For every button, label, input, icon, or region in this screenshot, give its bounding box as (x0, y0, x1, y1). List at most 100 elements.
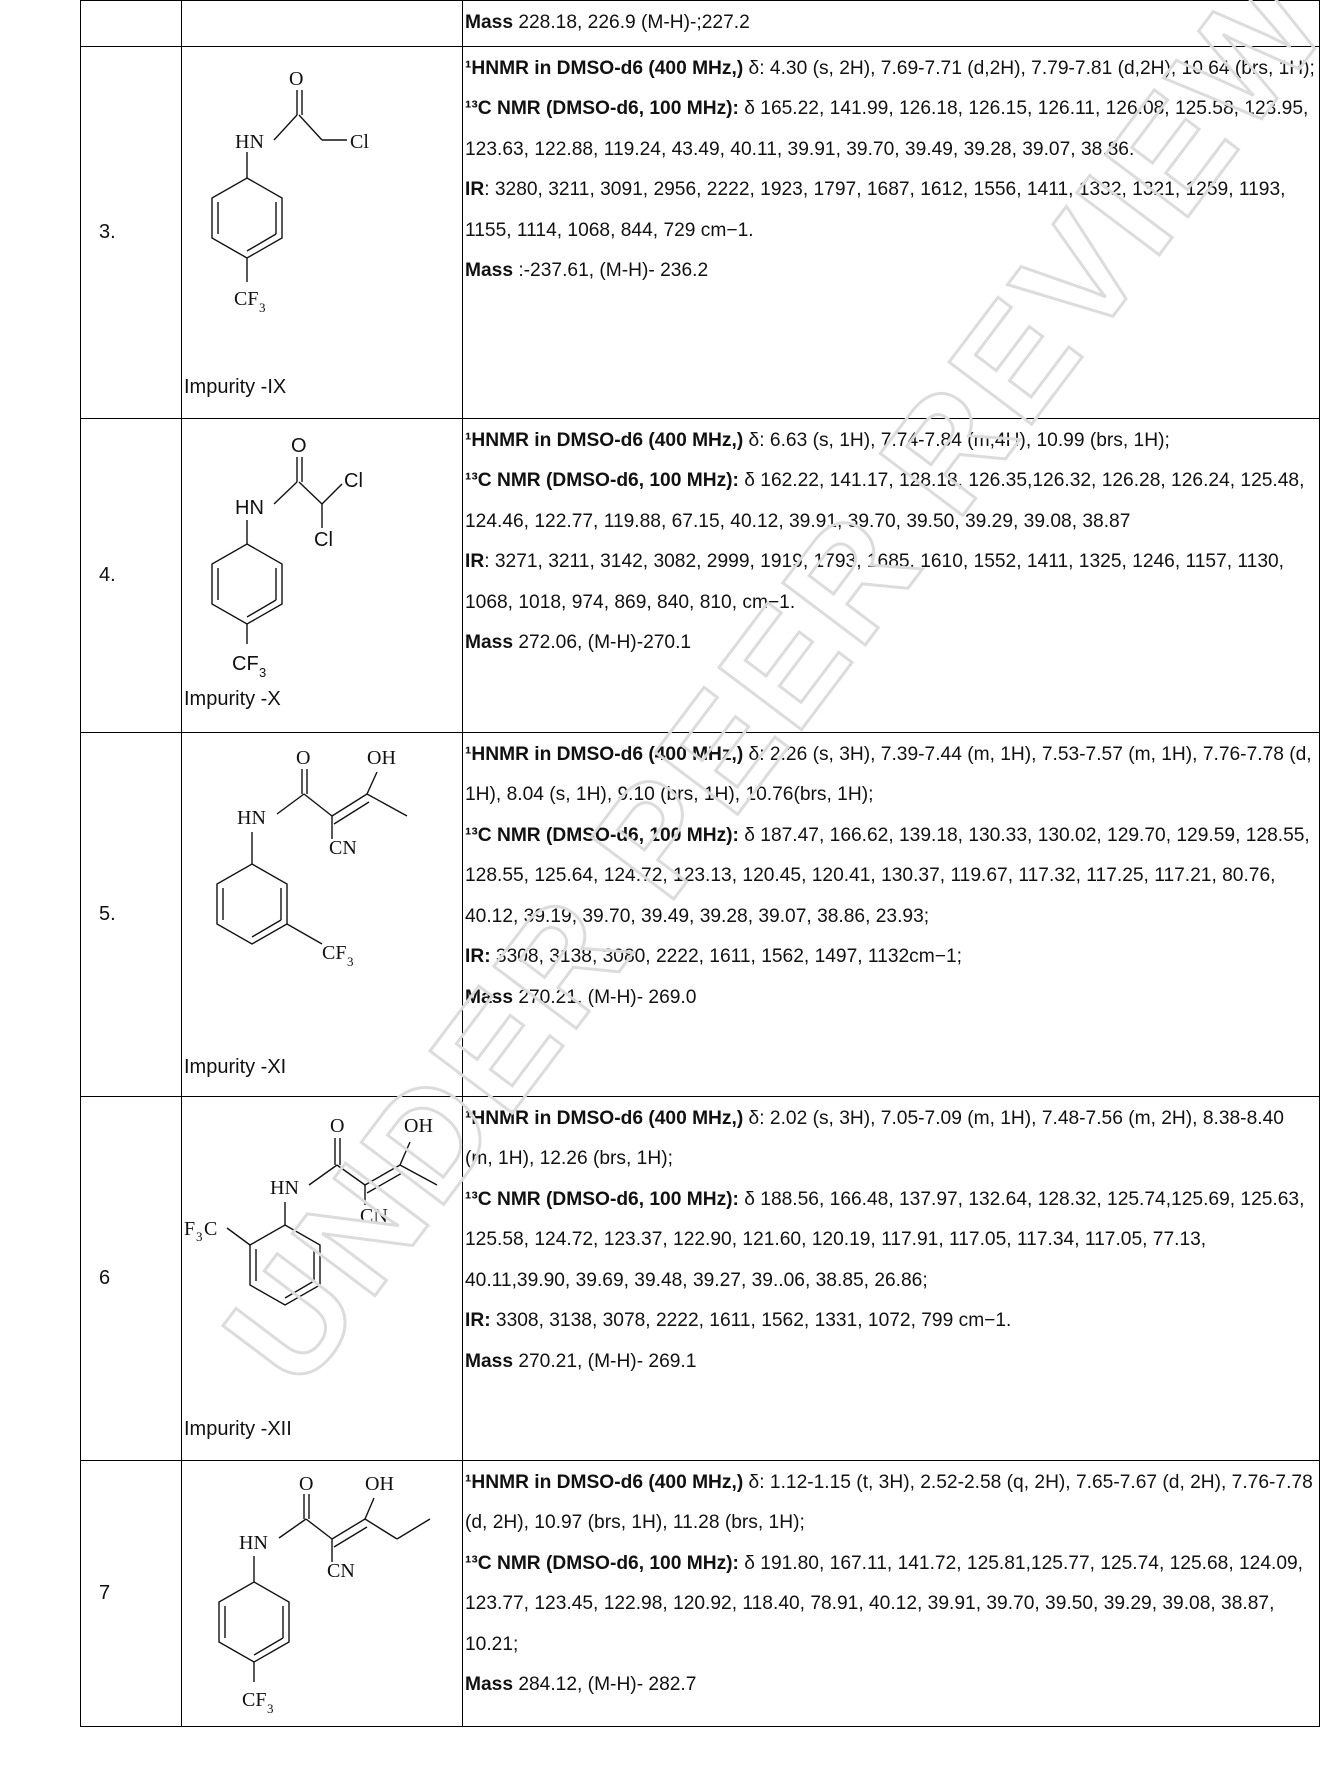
spectral-values: : 3280, 3211, 3091, 2956, 2222, 1923, 17… (465, 179, 1286, 241)
spectral-line: ¹³C NMR (DMSO-d6, 100 MHz): δ 188.56, 16… (465, 1180, 1315, 1302)
spectral-line: Mass :-237.61, (M-H)- 236.2 (465, 251, 1315, 292)
spectral-values: δ 191.80, 167.11, 141.72, 125.81,125.77,… (465, 1552, 1303, 1655)
spectral-values: :-237.61, (M-H)- 236.2 (513, 260, 709, 281)
spectral-line: IR: 3271, 3211, 3142, 3082, 2999, 1919, … (465, 542, 1315, 623)
svg-text:HN: HN (235, 131, 264, 153)
svg-text:HN: HN (235, 497, 264, 519)
svg-text:HN: HN (239, 1532, 268, 1554)
svg-text:CN: CN (329, 837, 357, 859)
spectral-label: Mass (465, 12, 513, 33)
spectral-values: δ: 2.02 (s, 3H), 7.05-7.09 (m, 1H), 7.48… (465, 1107, 1284, 1170)
spectral-data: ¹HNMR in DMSO-d6 (400 MHz,) δ: 2.02 (s, … (462, 1095, 1320, 1461)
spectral-line: IR: 3280, 3211, 3091, 2956, 2222, 1923, … (465, 170, 1315, 251)
spectral-label: Mass (465, 986, 513, 1008)
entry-number: 3. (80, 45, 182, 419)
entry-number: 4. (80, 417, 182, 733)
svg-text:3: 3 (259, 300, 266, 315)
spectral-values: 3308, 3138, 3080, 2222, 1611, 1562, 1497… (490, 946, 962, 967)
spectral-line: Mass 270.21, (M-H)- 269.1 (465, 1342, 1315, 1383)
svg-text:HN: HN (270, 1177, 299, 1199)
svg-text:Cl: Cl (344, 470, 363, 492)
spectral-line: ¹HNMR in DMSO-d6 (400 MHz,) δ: 2.02 (s, … (465, 1099, 1315, 1180)
spectral-values: δ: 1.12-1.15 (t, 3H), 2.52-2.58 (q, 2H),… (465, 1471, 1313, 1534)
spectral-line: Mass 228.18, 226.9 (M-H)-;227.2 (465, 3, 1315, 44)
spectral-line: ¹³C NMR (DMSO-d6, 100 MHz): δ 165.22, 14… (465, 89, 1315, 170)
svg-text:O: O (296, 747, 310, 769)
spectral-label: Mass (465, 1674, 513, 1695)
spectral-values: δ: 2.26 (s, 3H), 7.39-7.44 (m, 1H), 7.53… (465, 743, 1312, 806)
svg-text:F: F (184, 1218, 195, 1240)
spectral-label: IR: (465, 1310, 491, 1331)
table-row: Mass 228.18, 226.9 (M-H)-;227.2 (80, 0, 1320, 47)
spectral-label: ¹³C NMR (DMSO-d6, 100 MHz): (465, 824, 739, 846)
spectral-data: ¹HNMR in DMSO-d6 (400 MHz,) δ: 1.12-1.15… (462, 1459, 1320, 1727)
svg-text:O: O (299, 1474, 313, 1495)
svg-text:O: O (330, 1115, 344, 1137)
spectral-label: ¹³C NMR (DMSO-d6, 100 MHz): (465, 98, 739, 119)
svg-text:3: 3 (196, 1229, 203, 1244)
spectral-values: δ 188.56, 166.48, 137.97, 132.64, 128.32… (465, 1188, 1305, 1291)
spectral-values: 3308, 3138, 3078, 2222, 1611, 1562, 1331… (490, 1310, 1012, 1331)
impurity-label: Impurity -IX (184, 376, 287, 398)
spectral-values: δ 187.47, 166.62, 139.18, 130.33, 130.02… (465, 824, 1310, 927)
spectral-label: ¹³C NMR (DMSO-d6, 100 MHz): (465, 1552, 739, 1574)
spectral-label: Mass (465, 1350, 513, 1372)
spectral-values: δ 165.22, 141.99, 126.18, 126.15, 126.11… (465, 98, 1309, 160)
spectral-label: ¹HNMR in DMSO-d6 (400 MHz,) (465, 743, 744, 765)
svg-text:3: 3 (267, 1701, 274, 1716)
spectral-values: δ: 6.63 (s, 1H), 7.74-7.84 (m,4H), 10.99… (743, 429, 1170, 451)
svg-text:Cl: Cl (314, 529, 333, 551)
spectral-data: ¹HNMR in DMSO-d6 (400 MHz,) δ: 6.63 (s, … (462, 417, 1320, 733)
spectral-line: ¹³C NMR (DMSO-d6, 100 MHz): δ 191.80, 16… (465, 1544, 1315, 1666)
svg-text:OH: OH (365, 1474, 394, 1495)
svg-text:OH: OH (404, 1115, 433, 1137)
svg-text:3: 3 (259, 665, 266, 680)
svg-text:HN: HN (237, 807, 266, 829)
svg-text:CF: CF (234, 288, 258, 310)
spectral-label: Mass (465, 260, 513, 281)
spectral-data: ¹HNMR in DMSO-d6 (400 MHz,) δ: 4.30 (s, … (462, 45, 1320, 419)
spectral-line: IR: 3308, 3138, 3080, 2222, 1611, 1562, … (465, 937, 1315, 978)
impurity-label: Impurity -XII (184, 1418, 292, 1440)
spectral-values: : 3271, 3211, 3142, 3082, 2999, 1919, 17… (465, 551, 1285, 613)
spectral-label: ¹³C NMR (DMSO-d6, 100 MHz): (465, 1188, 739, 1210)
svg-text:CF: CF (232, 653, 259, 675)
svg-text:CN: CN (360, 1205, 388, 1227)
spectral-values: δ: 4.30 (s, 2H), 7.69-7.71 (d,2H), 7.79-… (743, 57, 1315, 79)
spectral-data: Mass 228.18, 226.9 (M-H)-;227.2 (462, 0, 1320, 47)
spectral-values: 228.18, 226.9 (M-H)-;227.2 (513, 12, 750, 33)
spectral-data: ¹HNMR in DMSO-d6 (400 MHz,) δ: 2.26 (s, … (462, 731, 1320, 1097)
spectral-label: Mass (465, 632, 513, 653)
spectral-line: Mass 284.12, (M-H)- 282.7 (465, 1665, 1315, 1706)
spectral-label: ¹HNMR in DMSO-d6 (400 MHz,) (465, 1471, 744, 1493)
spectral-line: ¹HNMR in DMSO-d6 (400 MHz,) δ: 4.30 (s, … (465, 49, 1315, 90)
svg-text:CF: CF (322, 942, 346, 964)
spectral-line: Mass 272.06, (M-H)-270.1 (465, 623, 1315, 664)
svg-text:O: O (289, 68, 303, 90)
spectral-label: IR (465, 179, 485, 200)
spectral-label: ¹HNMR in DMSO-d6 (400 MHz,) (465, 429, 744, 451)
svg-text:C: C (204, 1218, 217, 1240)
entry-number: 7 (80, 1459, 182, 1727)
entry-number (80, 0, 182, 47)
svg-text:Cl: Cl (350, 131, 369, 153)
spectral-label: IR (465, 551, 485, 572)
spectral-values: 270.21, (M-H)- 269.0 (513, 986, 697, 1008)
spectral-label: ¹³C NMR (DMSO-d6, 100 MHz): (465, 470, 739, 491)
impurity-label: Impurity -X (184, 688, 281, 710)
spectral-values: 284.12, (M-H)- 282.7 (513, 1674, 697, 1695)
spectral-line: Mass 270.21, (M-H)- 269.0 (465, 978, 1315, 1019)
